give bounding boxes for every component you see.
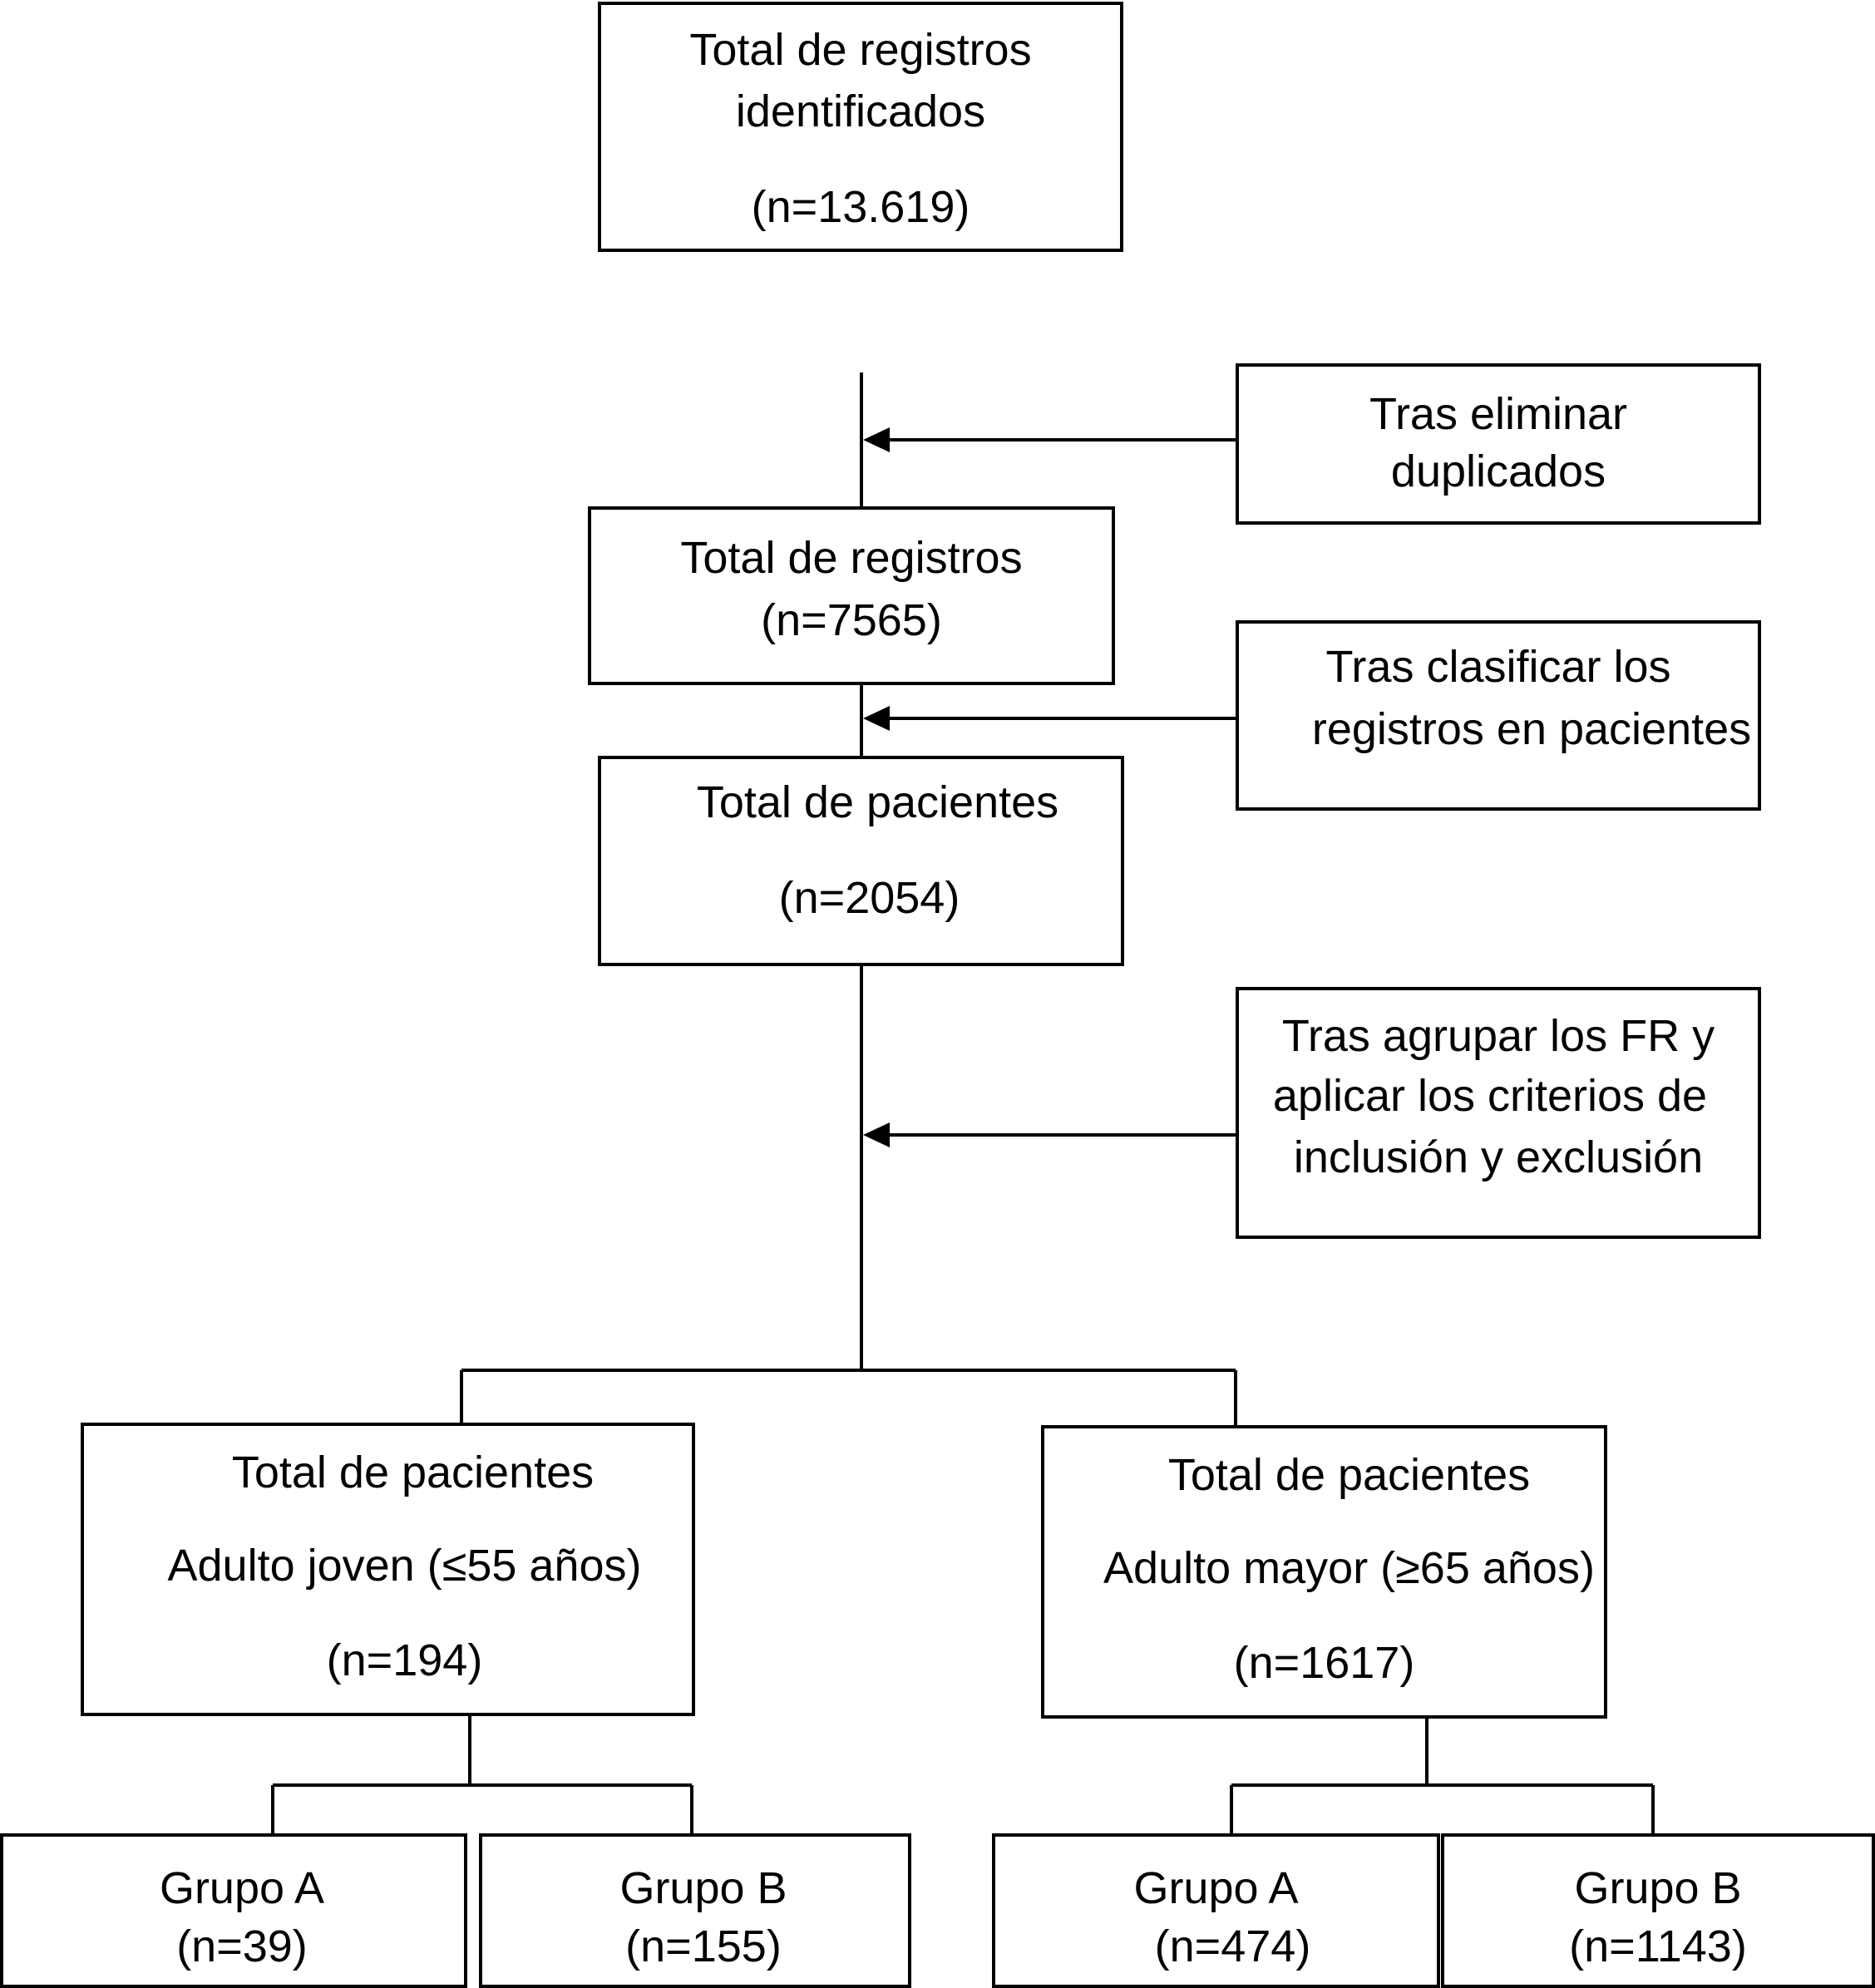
young-group-b-label: Grupo B bbox=[619, 1863, 787, 1913]
step-criteria-line-3: inclusión y exclusión bbox=[1293, 1132, 1704, 1182]
young-group-a-label: Grupo A bbox=[159, 1863, 325, 1913]
older-group-b-label: Grupo B bbox=[1574, 1863, 1742, 1913]
box-total-records: Total de registros (n=7565) bbox=[588, 506, 1115, 685]
older-group-a-label: Grupo A bbox=[1133, 1863, 1299, 1913]
young-group-b-count: (n=155) bbox=[625, 1921, 782, 1971]
step-dedup-line-2: duplicados bbox=[1390, 446, 1606, 496]
box-identified-title-1: Total de registros bbox=[689, 25, 1032, 75]
step-dedup-line-1: Tras eliminar bbox=[1369, 389, 1628, 439]
step-criteria-line-2: aplicar los criterios de bbox=[1272, 1071, 1708, 1121]
box-young-title: Total de pacientes bbox=[231, 1448, 595, 1497]
box-young-group-a: Grupo A (n=39) bbox=[0, 1833, 467, 1988]
arrowhead-classify bbox=[863, 706, 890, 731]
box-step-criteria: Tras agrupar los FR y aplicar los criter… bbox=[1236, 987, 1761, 1239]
box-records-count: (n=7565) bbox=[761, 595, 942, 645]
box-records-title: Total de registros bbox=[680, 533, 1023, 583]
box-older-adults: Total de pacientes Adulto mayor (≥65 año… bbox=[1041, 1425, 1607, 1719]
step-classify-line-2: registros en pacientes bbox=[1311, 704, 1752, 754]
box-older-title: Total de pacientes bbox=[1167, 1450, 1531, 1500]
box-step-dedup: Tras eliminar duplicados bbox=[1236, 363, 1761, 525]
box-older-age-range: Adulto mayor (≥65 años) bbox=[1103, 1543, 1595, 1593]
older-group-b-count: (n=1143) bbox=[1569, 1921, 1747, 1971]
box-older-group-a: Grupo A (n=474) bbox=[992, 1833, 1440, 1988]
arrowhead-dedup bbox=[863, 427, 890, 452]
young-group-a-count: (n=39) bbox=[176, 1921, 308, 1971]
box-identified-count: (n=13.619) bbox=[751, 182, 970, 232]
box-patients-title: Total de pacientes bbox=[696, 777, 1059, 827]
box-total-patients: Total de pacientes (n=2054) bbox=[598, 756, 1124, 966]
box-identified-records: Total de registros identificados (n=13.6… bbox=[598, 2, 1123, 252]
box-older-count: (n=1617) bbox=[1233, 1638, 1415, 1688]
arrowhead-criteria bbox=[863, 1122, 890, 1147]
box-young-age-range: Adulto joven (≤55 años) bbox=[167, 1541, 642, 1591]
step-classify-line-1: Tras clasificar los bbox=[1325, 642, 1671, 692]
box-older-group-b: Grupo B (n=1143) bbox=[1441, 1833, 1875, 1988]
box-step-classify: Tras clasificar los registros en pacient… bbox=[1236, 620, 1761, 811]
step-criteria-line-1: Tras agrupar los FR y bbox=[1281, 1011, 1715, 1061]
box-young-group-b: Grupo B (n=155) bbox=[479, 1833, 911, 1988]
box-identified-title-2: identificados bbox=[735, 86, 986, 136]
box-patients-count: (n=2054) bbox=[778, 873, 960, 923]
box-young-count: (n=194) bbox=[326, 1635, 483, 1685]
box-young-adults: Total de pacientes Adulto joven (≤55 año… bbox=[81, 1423, 695, 1716]
older-group-a-count: (n=474) bbox=[1154, 1921, 1311, 1971]
